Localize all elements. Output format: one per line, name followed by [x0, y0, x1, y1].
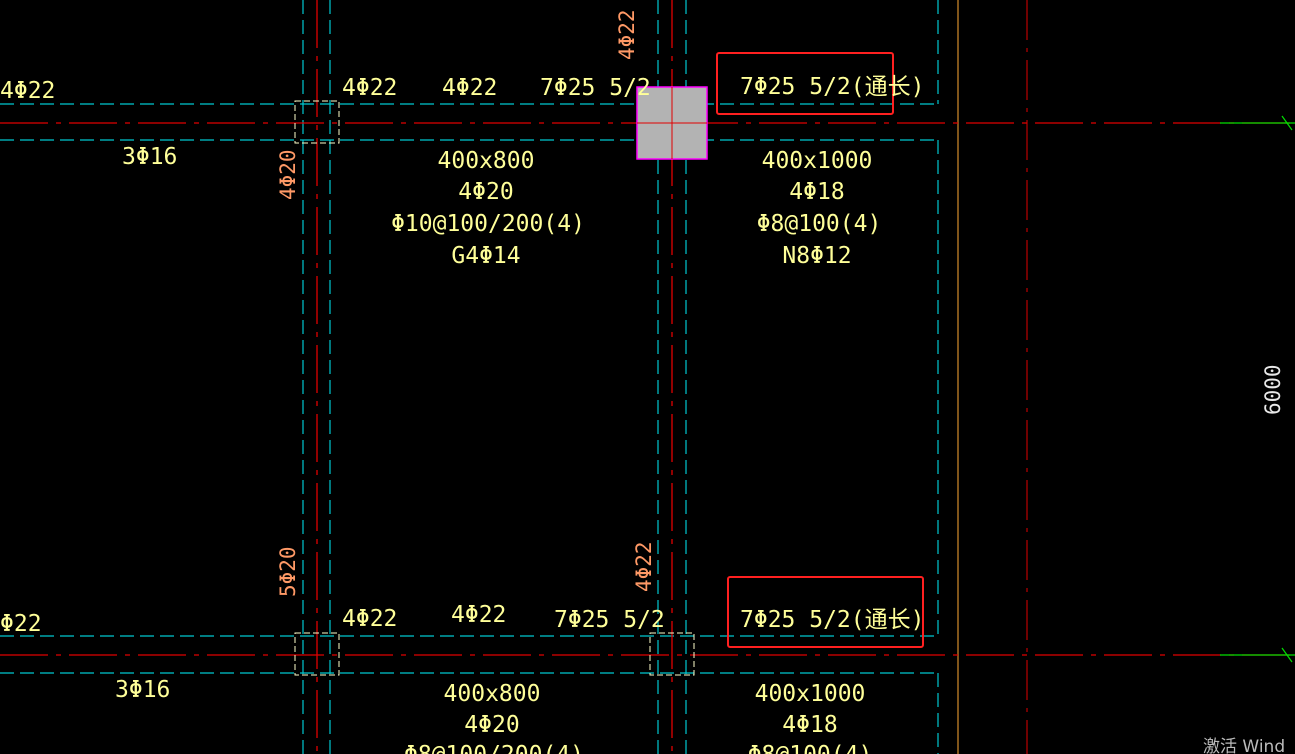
span-side: G4Φ14 — [451, 243, 520, 269]
label-col2-top[interactable]: 4Φ22 — [615, 9, 639, 60]
span-spec-left-bottom[interactable]: 400x800 4Φ20 Φ8@100/200(4) — [404, 681, 584, 754]
span-bars: 4Φ20 — [458, 179, 513, 205]
column-bottom-left[interactable] — [294, 632, 340, 676]
label-bottom-col1-right[interactable]: 4Φ22 — [342, 606, 397, 632]
label-col1-upper[interactable]: 4Φ20 — [276, 149, 300, 200]
highlight-box-top — [716, 52, 894, 115]
label-top-col1-right[interactable]: 4Φ22 — [342, 75, 397, 101]
span-bars: 4Φ18 — [782, 712, 837, 738]
label-bottom-mid-support[interactable]: 4Φ22 — [451, 602, 506, 628]
label-col2-lower[interactable]: 4Φ22 — [632, 541, 656, 592]
label-top-mid-support[interactable]: 4Φ22 — [442, 75, 497, 101]
label-top-col2-left[interactable]: 7Φ25 5/2 — [540, 75, 651, 101]
label-bottom-left-bay-bottom[interactable]: 3Φ16 — [115, 677, 170, 703]
span-stirrup: Φ8@100(4) — [757, 211, 882, 237]
span-spec-right-bottom[interactable]: 400x1000 4Φ18 Φ8@100(4) — [748, 681, 873, 754]
activation-watermark: 激活 Wind — [1203, 737, 1285, 754]
span-side: N8Φ12 — [782, 243, 851, 269]
label-top-right-highlight[interactable]: 7Φ25 5/2(通长) — [740, 74, 924, 100]
label-bottom-col2-left[interactable]: 7Φ25 5/2 — [554, 607, 665, 633]
column-top-left[interactable] — [294, 100, 340, 144]
label-col1-lower[interactable]: 5Φ20 — [276, 546, 300, 597]
span-stirrup: Φ8@100/200(4) — [404, 742, 584, 754]
label-top-left-partial[interactable]: 4Φ22 — [0, 78, 55, 104]
label-bottom-left-partial[interactable]: Φ22 — [0, 611, 42, 637]
dimension-label[interactable]: 6000 — [1261, 364, 1285, 415]
span-stirrup: Φ10@100/200(4) — [391, 211, 585, 237]
span-stirrup: Φ8@100(4) — [748, 742, 873, 754]
highlight-box-bottom — [727, 576, 924, 648]
horizontal-beam-edges — [0, 103, 938, 674]
span-spec-right-top[interactable]: 400x1000 4Φ18 Φ8@100(4) N8Φ12 — [757, 148, 882, 269]
dimension-ticks — [1220, 115, 1295, 663]
span-size: 400x800 — [444, 681, 541, 707]
span-spec-left-top[interactable]: 400x800 4Φ20 Φ10@100/200(4) G4Φ14 — [391, 148, 585, 269]
span-bars: 4Φ18 — [789, 179, 844, 205]
span-size: 400x1000 — [762, 148, 873, 174]
span-bars: 4Φ20 — [464, 712, 519, 738]
label-bottom-right-highlight[interactable]: 7Φ25 5/2(通长) — [740, 607, 924, 633]
label-top-left-bay-bottom[interactable]: 3Φ16 — [122, 144, 177, 170]
column-bottom-mid[interactable] — [649, 632, 695, 676]
span-size: 400x1000 — [755, 681, 866, 707]
span-size: 400x800 — [438, 148, 535, 174]
